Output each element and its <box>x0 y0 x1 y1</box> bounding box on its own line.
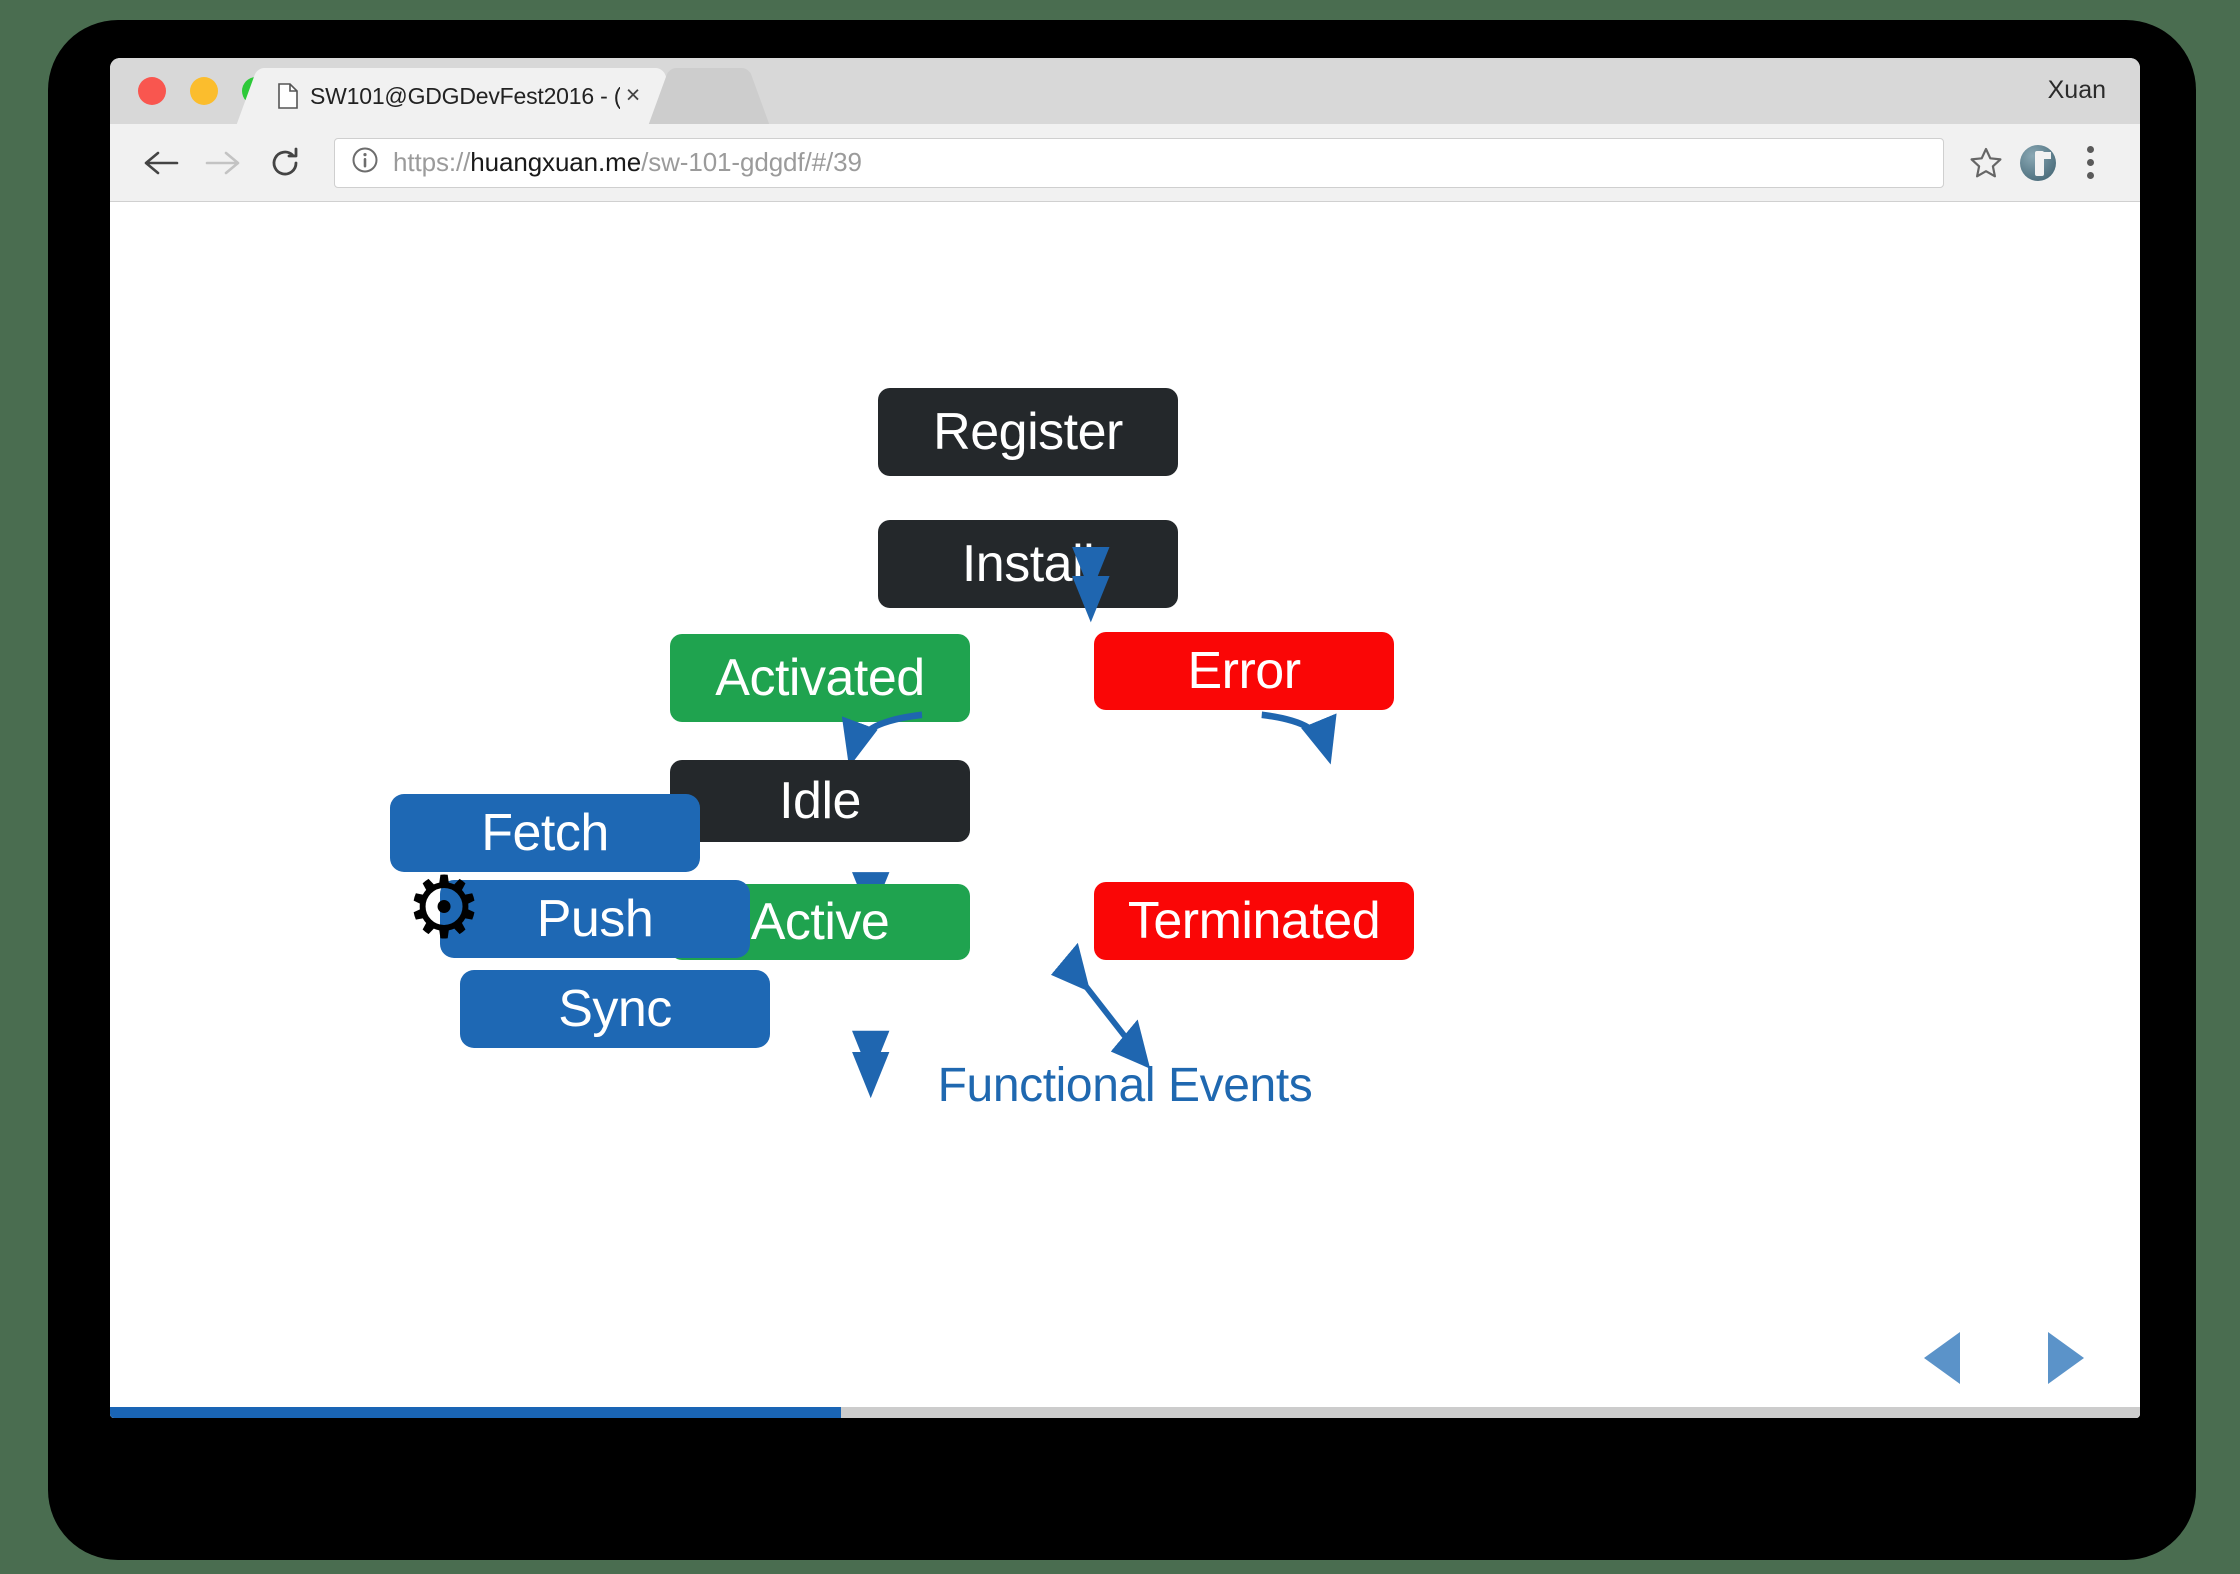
slide-prev-button[interactable] <box>1924 1332 1960 1384</box>
event-card-push[interactable]: Push <box>440 880 750 958</box>
back-arrow-icon[interactable] <box>134 136 188 190</box>
tab-close-button[interactable]: × <box>625 81 641 109</box>
event-card-sync[interactable]: Sync <box>460 970 770 1048</box>
profile-name[interactable]: Xuan <box>2047 76 2106 104</box>
forward-arrow-icon <box>196 136 250 190</box>
connector-idle-terminated <box>1050 942 1151 1069</box>
state-node-terminated[interactable]: Terminated <box>1094 882 1414 960</box>
state-node-install[interactable]: Install <box>878 520 1178 608</box>
connector-install-error <box>1261 711 1337 765</box>
extension-avatar-icon[interactable] <box>2012 137 2064 189</box>
url-host: huangxuan.me <box>470 147 642 177</box>
event-card-fetch[interactable]: Fetch <box>390 794 700 872</box>
url-text: https://huangxuan.me/sw-101-gdgdf/#/39 <box>393 147 862 178</box>
page-icon <box>278 83 298 109</box>
state-node-error[interactable]: Error <box>1094 632 1394 710</box>
tab-title: SW101@GDGDevFest2016 - ( <box>310 82 620 109</box>
browser-tab-active[interactable]: SW101@GDGDevFest2016 - ( × <box>260 68 660 124</box>
address-bar[interactable]: https://huangxuan.me/sw-101-gdgdf/#/39 <box>334 137 1944 188</box>
state-node-idle[interactable]: Idle <box>670 760 970 842</box>
state-node-activated[interactable]: Activated <box>670 634 970 722</box>
slide-next-button[interactable] <box>2048 1332 2084 1384</box>
browser-tab-inactive[interactable] <box>670 68 748 124</box>
slide-progress-track[interactable] <box>110 1407 2140 1418</box>
kebab-menu-icon[interactable] <box>2064 137 2116 189</box>
reload-icon[interactable] <box>258 136 312 190</box>
browser-toolbar: https://huangxuan.me/sw-101-gdgdf/#/39 <box>110 124 2140 202</box>
star-icon[interactable] <box>1960 137 2012 189</box>
slide-canvas: Register Install Activated Error Idle Ac… <box>110 202 2140 1418</box>
state-node-register[interactable]: Register <box>878 388 1178 476</box>
gear-icon: ⚙ <box>405 860 483 956</box>
info-circle-icon[interactable] <box>351 146 379 179</box>
browser-window: SW101@GDGDevFest2016 - ( × Xuan <box>110 58 2140 1418</box>
slide-progress-fill <box>110 1407 841 1418</box>
minimize-window-button[interactable] <box>190 77 218 105</box>
close-window-button[interactable] <box>138 77 166 105</box>
url-scheme: https:// <box>393 147 471 177</box>
slide-caption: Functional Events <box>937 1059 1313 1112</box>
tab-strip: SW101@GDGDevFest2016 - ( × Xuan <box>110 58 2140 124</box>
page-viewport: Register Install Activated Error Idle Ac… <box>110 202 2140 1418</box>
url-path: /sw-101-gdgdf/#/39 <box>641 147 862 177</box>
